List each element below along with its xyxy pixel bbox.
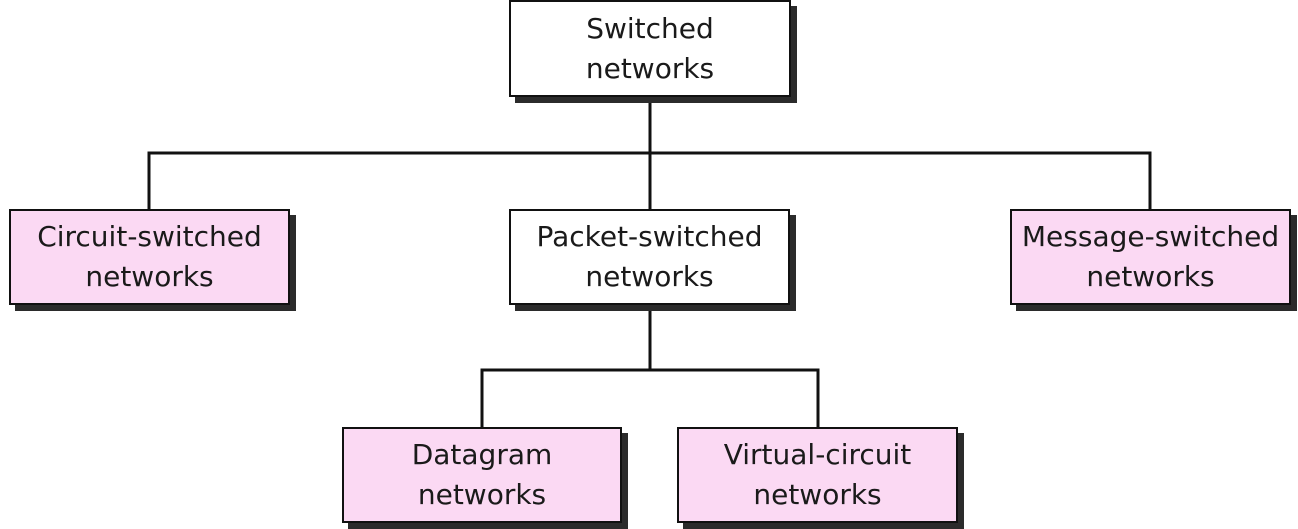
node-label-line1: Packet-switched (536, 220, 763, 253)
node-label-line1: Message-switched (1021, 220, 1280, 253)
node-datagram-networks: Datagram networks (342, 427, 622, 523)
node-label-line1: Virtual-circuit (723, 438, 912, 471)
node-virtual-circuit-networks: Virtual-circuit networks (677, 427, 958, 523)
node-circuit-switched-networks: Circuit-switched networks (9, 209, 290, 305)
node-switched-networks: Switched networks (509, 0, 791, 97)
node-label-line2: networks (753, 478, 882, 511)
node-message-switched-networks: Message-switched networks (1010, 209, 1291, 305)
node-label-line2: networks (85, 260, 214, 293)
node-label-line1: Switched (586, 11, 714, 45)
node-label-line2: networks (417, 478, 547, 511)
node-label-line1: Circuit-switched (37, 220, 262, 253)
node-label-line2: networks (585, 51, 715, 85)
node-label-line1: Datagram (411, 438, 553, 471)
node-label-line2: networks (585, 260, 714, 293)
node-label-line2: networks (1086, 260, 1215, 293)
node-packet-switched-networks: Packet-switched networks (509, 209, 790, 305)
